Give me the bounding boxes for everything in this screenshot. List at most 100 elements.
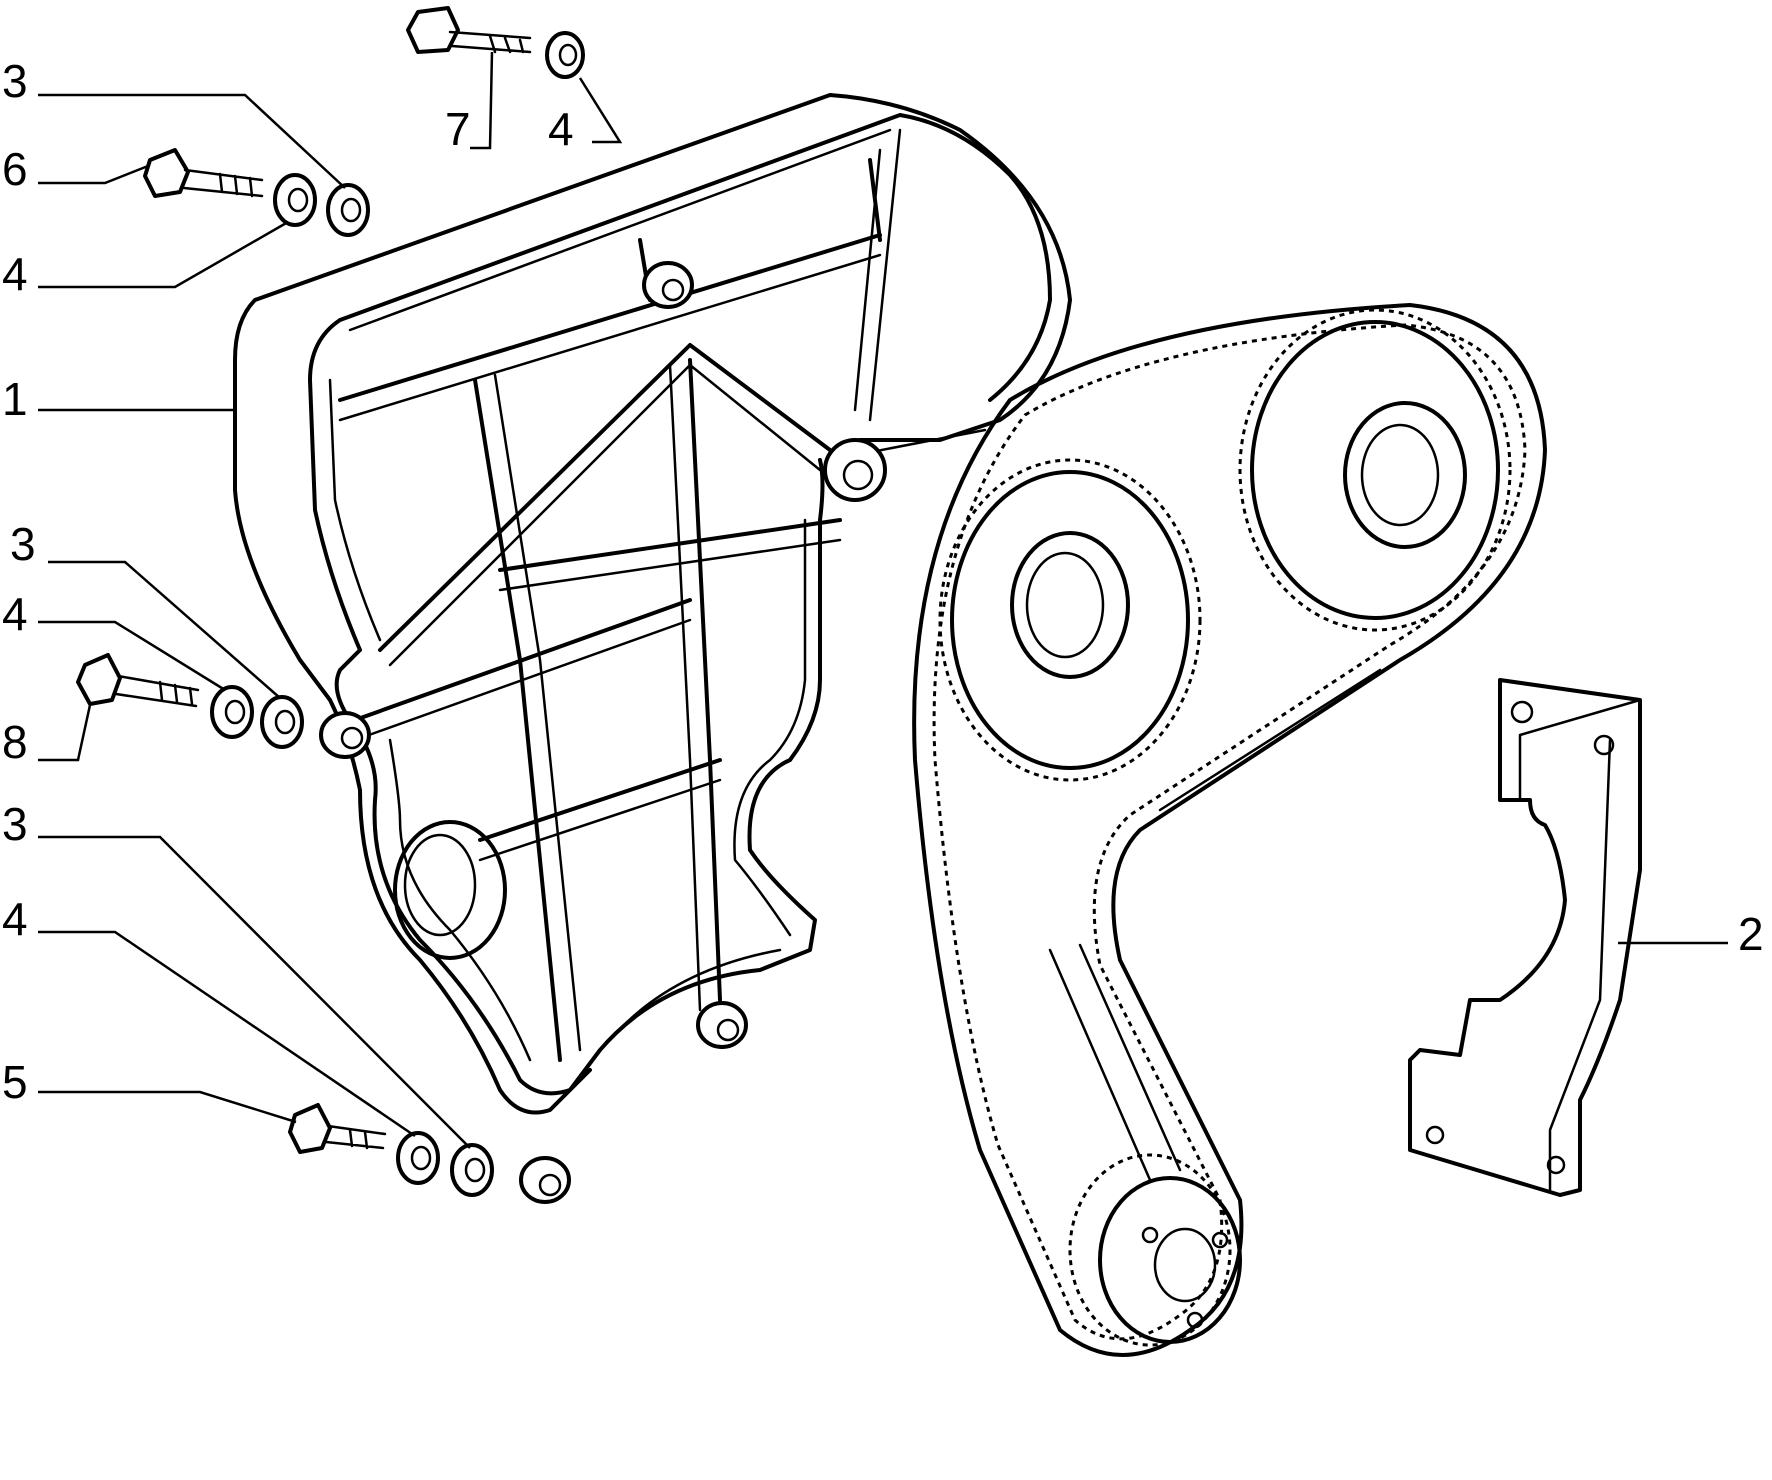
cover-shaft-opening [393, 820, 507, 960]
cover-front-rim [308, 113, 1052, 1096]
pulley-left-rim [950, 470, 1190, 770]
callout-1: 1 [2, 373, 28, 425]
bolt-8-shank [114, 674, 200, 708]
crank-pulley-teeth [1068, 1153, 1232, 1347]
cover-rib-5b [498, 538, 842, 592]
callout-6: 6 [2, 143, 28, 195]
bolt-5 [288, 1103, 387, 1154]
washer-4-low [396, 1131, 440, 1185]
cover-rib-4 [688, 358, 722, 1002]
cover-boss-bottom-hole [538, 1173, 562, 1197]
washer-3-low-ring [450, 1143, 494, 1197]
washer-4-mid-ring [210, 685, 254, 739]
callout-labels: 3 6 4 1 3 4 8 3 4 5 7 4 2 [2, 55, 1764, 1108]
washer-4-top [545, 31, 585, 79]
washer-3-mid [260, 695, 304, 749]
callout-3-top: 3 [2, 55, 28, 107]
bolt-6-shank [182, 168, 264, 198]
cover-shaft-opening-inner [403, 833, 477, 937]
bolt-8-head [76, 653, 122, 706]
bolt-7-head [406, 6, 460, 54]
leader-8 [38, 704, 92, 762]
washer-3-upper-hole [340, 197, 362, 223]
timing-belt-inner [932, 323, 1527, 1341]
leader-lines [38, 51, 1728, 1149]
bolt-6-head [143, 148, 190, 198]
cover-rib-3 [473, 378, 562, 1062]
bolt-8 [76, 653, 200, 708]
crank-hole-3 [1186, 1311, 1204, 1329]
cover-rib-3b [493, 373, 582, 1052]
crankshaft-pulley [1068, 1153, 1242, 1347]
washer-3-low [450, 1143, 494, 1197]
bracket [1408, 678, 1642, 1197]
washer-4-top-hole [558, 43, 578, 67]
pulley-left-bore [1025, 551, 1105, 659]
leader-7 [470, 51, 494, 150]
crank-pulley-rim [1098, 1176, 1242, 1344]
bolt-6 [143, 148, 264, 198]
callout-4-upper: 4 [2, 248, 28, 300]
leader-3b [48, 560, 281, 699]
bracket-hole-low2 [1546, 1155, 1566, 1175]
cover-rib-diag-b [388, 363, 822, 667]
callout-2: 2 [1738, 908, 1764, 960]
cover-boss-top-hole [661, 278, 685, 302]
washer-4-upper [273, 173, 317, 227]
pulley-right-hub [1343, 401, 1467, 549]
crank-pulley-hub [1153, 1227, 1217, 1303]
pulley-right-teeth [1238, 308, 1512, 632]
callout-4-low: 4 [2, 893, 28, 945]
callout-4-top: 4 [548, 103, 574, 155]
cover-rib-1 [338, 233, 882, 402]
bolt-5-shank [324, 1124, 387, 1150]
callout-8: 8 [2, 716, 28, 768]
leader-3c [38, 835, 471, 1149]
leader-6 [38, 164, 149, 185]
bolt-5-head [288, 1103, 332, 1154]
callout-4-mid: 4 [2, 588, 28, 640]
cover-inner-rim [328, 128, 892, 1062]
pulley-right-bore [1360, 423, 1440, 527]
leader-4a [38, 220, 289, 289]
cover-boss-bottom [519, 1156, 571, 1204]
washer-4-upper-hole [287, 187, 309, 213]
washer-4-mid [210, 685, 254, 739]
washer-4-upper-ring [273, 173, 317, 227]
washer-3-low-hole [464, 1157, 486, 1183]
bolt-7-shank [448, 30, 532, 54]
callout-3-mid: 3 [10, 518, 36, 570]
bracket-hole-low1 [1425, 1125, 1445, 1145]
cover-boss-mid-hole [842, 459, 874, 491]
leader-4b [38, 620, 226, 692]
timing-belt-assembly [912, 303, 1547, 1357]
camshaft-pulley-right [1238, 308, 1512, 632]
leader-4c [38, 930, 416, 1138]
washer-3-mid-hole [274, 709, 296, 735]
timing-belt-outer [912, 303, 1547, 1357]
bracket-hole-top [1510, 700, 1534, 724]
washer-4-top-ring [545, 31, 585, 79]
crank-hole-2 [1211, 1231, 1229, 1249]
cover-rib-6b [478, 778, 722, 862]
callout-3-low: 3 [2, 798, 28, 850]
camshaft-pulley-left [938, 458, 1202, 782]
timing-belt-cover [233, 93, 1072, 1204]
cover-rib-2 [353, 598, 692, 722]
leader-4d [578, 77, 623, 144]
washer-3-upper-ring [326, 183, 370, 237]
crank-hole-1 [1141, 1226, 1159, 1244]
leader-3a [38, 93, 346, 189]
leader-5 [38, 1090, 297, 1124]
washer-4-low-ring [396, 1131, 440, 1185]
cover-boss-top [642, 261, 694, 309]
bracket-hole-mid [1593, 734, 1615, 756]
cover-boss-mid [823, 438, 887, 502]
callout-7: 7 [445, 103, 471, 155]
bolt-7 [406, 6, 532, 54]
cover-rib-diag [378, 343, 832, 652]
cover-right-wall [828, 128, 987, 462]
bracket-outline [1408, 678, 1642, 1197]
